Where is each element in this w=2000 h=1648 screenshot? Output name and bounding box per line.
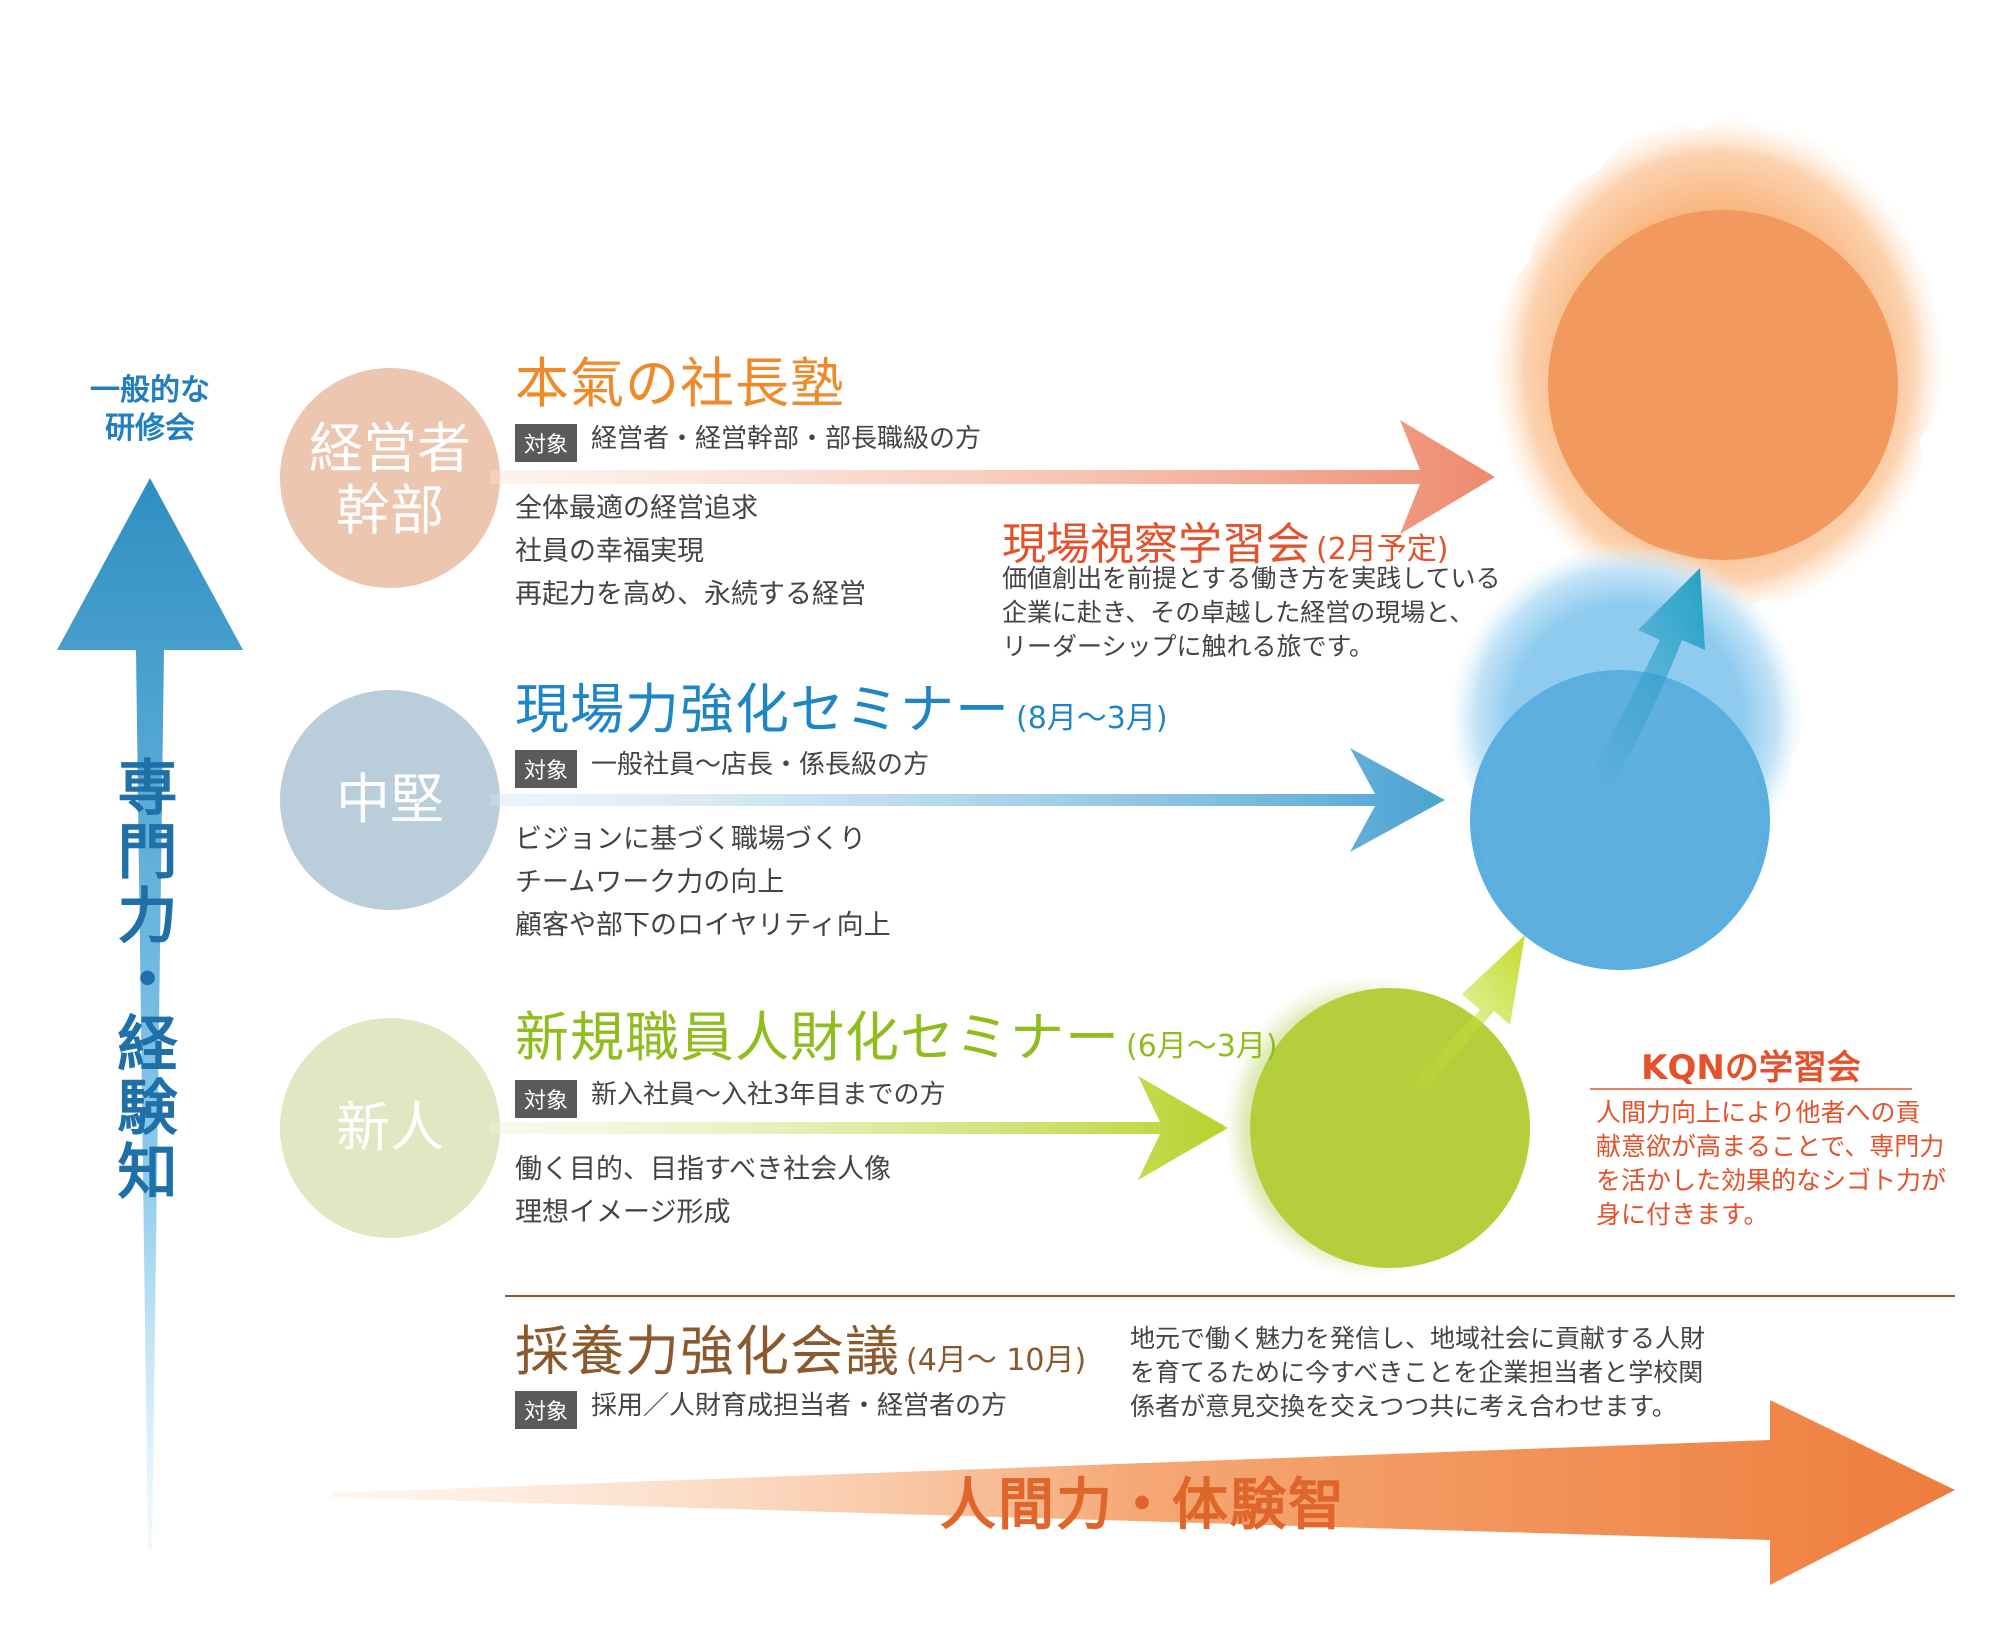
middle-bullet: 顧客や部下のロイヤリティ向上: [515, 910, 891, 941]
executive-bullet: 全体最適の経営追求: [515, 493, 758, 524]
site-visit-line: 価値創出を前提とする働き方を実践している: [1002, 564, 1501, 593]
new-staff-program-title: 新規職員人財化セミナー: [515, 1006, 1120, 1069]
recruitment-target-tag: 対象: [515, 1390, 578, 1429]
level-label-new: 新人: [336, 1096, 444, 1159]
horizontal-axis-arrow: [330, 1400, 1955, 1585]
vertical-axis-top-label-line1: 一般的な: [90, 373, 210, 408]
new-staff-program-period: (6月〜3月): [1126, 1029, 1278, 1064]
orange-flame-sphere: [1490, 114, 1947, 620]
recruitment-program-title: 採養力強化会議: [515, 1320, 900, 1383]
vertical-axis-top-label: 一般的な 研修会: [60, 372, 240, 448]
new-staff-target-tag: 対象: [515, 1079, 578, 1118]
kqn-description: 人間力向上により他者への貢 献意欲が高まることで、専門力 を活かした効果的なシゴ…: [1596, 1096, 1946, 1232]
recruitment-target-text: 採用／人財育成担当者・経営者の方: [591, 1391, 1008, 1421]
level-label-executive: 経営者 幹部: [280, 418, 500, 542]
recruitment-program-heading: 採養力強化会議(4月〜 10月): [515, 1325, 1086, 1379]
new-staff-program-target-row: 対象新入社員〜入社3年目までの方: [515, 1074, 946, 1118]
site-visit-line: 企業に赴き、その卓越した経営の現場と、: [1002, 598, 1475, 627]
site-visit-program-description: 価値創出を前提とする働き方を実践している 企業に赴き、その卓越した経営の現場と、…: [1002, 562, 1501, 664]
executive-program-target-row: 対象経営者・経営幹部・部長職級の方: [515, 418, 981, 462]
middle-program-period: (8月〜3月): [1016, 701, 1168, 736]
recruitment-program-target-row: 対象採用／人財育成担当者・経営者の方: [515, 1385, 1007, 1429]
recruitment-line: を育てるために今すべきことを企業担当者と学校関: [1130, 1358, 1704, 1387]
recruitment-line: 係者が意見交換を交えつつ共に考え合わせます。: [1130, 1392, 1677, 1421]
new-staff-target-text: 新入社員〜入社3年目までの方: [591, 1080, 946, 1110]
new-staff-bullet: 働く目的、目指すべき社会人像: [515, 1154, 892, 1185]
executive-target-text: 経営者・経営幹部・部長職級の方: [591, 424, 982, 454]
middle-bullet: ビジョンに基づく職場づくり: [515, 824, 866, 855]
executive-target-tag: 対象: [515, 423, 578, 462]
kqn-line: 献意欲が高まることで、専門力: [1596, 1132, 1945, 1161]
site-visit-line: リーダーシップに触れる旅です。: [1002, 632, 1375, 661]
level-circle-middle: [280, 690, 500, 910]
middle-target-tag: 対象: [515, 749, 578, 788]
executive-program-title: 本氣の社長塾: [515, 352, 845, 415]
executive-program-bullets: 全体最適の経営追求 社員の幸福実現 再起力を高め、永続する経営: [515, 487, 866, 616]
middle-bullet: チームワーク力の向上: [515, 867, 785, 898]
kqn-title: KQNの学習会: [1641, 1048, 1861, 1088]
vertical-axis-arrow: [57, 478, 243, 1550]
executive-bullet: 再起力を高め、永続する経営: [515, 579, 866, 610]
site-visit-program-period: (2月予定): [1316, 532, 1449, 567]
recruitment-program-period: (4月〜 10月): [906, 1343, 1087, 1378]
middle-target-text: 一般社員〜店長・係長級の方: [591, 750, 930, 780]
level-circle-new: [280, 1018, 500, 1238]
site-visit-program-heading: 現場視察学習会(2月予定): [1002, 508, 1449, 572]
vertical-axis-label: 専門力・経験知: [107, 756, 177, 1204]
middle-program-bullets: ビジョンに基づく職場づくり チームワーク力の向上 顧客や部下のロイヤリティ向上: [515, 818, 891, 947]
executive-bullet: 社員の幸福実現: [515, 536, 704, 567]
middle-program-target-row: 対象一般社員〜店長・係長級の方: [515, 744, 929, 788]
level-label-executive-line2: 幹部: [336, 479, 444, 542]
middle-program-arrow: [490, 748, 1445, 852]
recruitment-line: 地元で働く魅力を発信し、地域社会に貢献する人財: [1130, 1324, 1706, 1353]
new-staff-bullet: 理想イメージ形成: [515, 1197, 731, 1228]
kqn-line: を活かした効果的なシゴト力が: [1596, 1166, 1947, 1195]
green-flame-sphere: [1221, 974, 1530, 1279]
new-program-arrow: [490, 1076, 1228, 1180]
kqn-line: 人間力向上により他者への貢: [1596, 1098, 1921, 1127]
middle-program-heading: 現場力強化セミナー(8月〜3月): [515, 683, 1168, 737]
level-circle-executive: [280, 368, 500, 588]
site-visit-program-title: 現場視察学習会: [1002, 519, 1310, 570]
recruitment-program-description: 地元で働く魅力を発信し、地域社会に貢献する人財 を育てるために今すべきことを企業…: [1130, 1322, 1705, 1424]
level-label-executive-line1: 経営者: [309, 417, 471, 480]
level-label-middle: 中堅: [336, 768, 444, 831]
new-staff-program-bullets: 働く目的、目指すべき社会人像 理想イメージ形成: [515, 1148, 891, 1234]
middle-program-title: 現場力強化セミナー: [515, 678, 1010, 741]
kqn-line: 身に付きます。: [1596, 1200, 1769, 1229]
executive-program-arrow: [490, 420, 1495, 534]
new-staff-program-heading: 新規職員人財化セミナー(6月〜3月): [515, 1011, 1278, 1065]
horizontal-axis-label: 人間力・体験智: [940, 1473, 1346, 1538]
green-to-blue-arrow: [1400, 935, 1525, 1100]
vertical-axis-top-label-line2: 研修会: [105, 411, 195, 446]
blue-to-orange-arrow: [1590, 568, 1705, 790]
